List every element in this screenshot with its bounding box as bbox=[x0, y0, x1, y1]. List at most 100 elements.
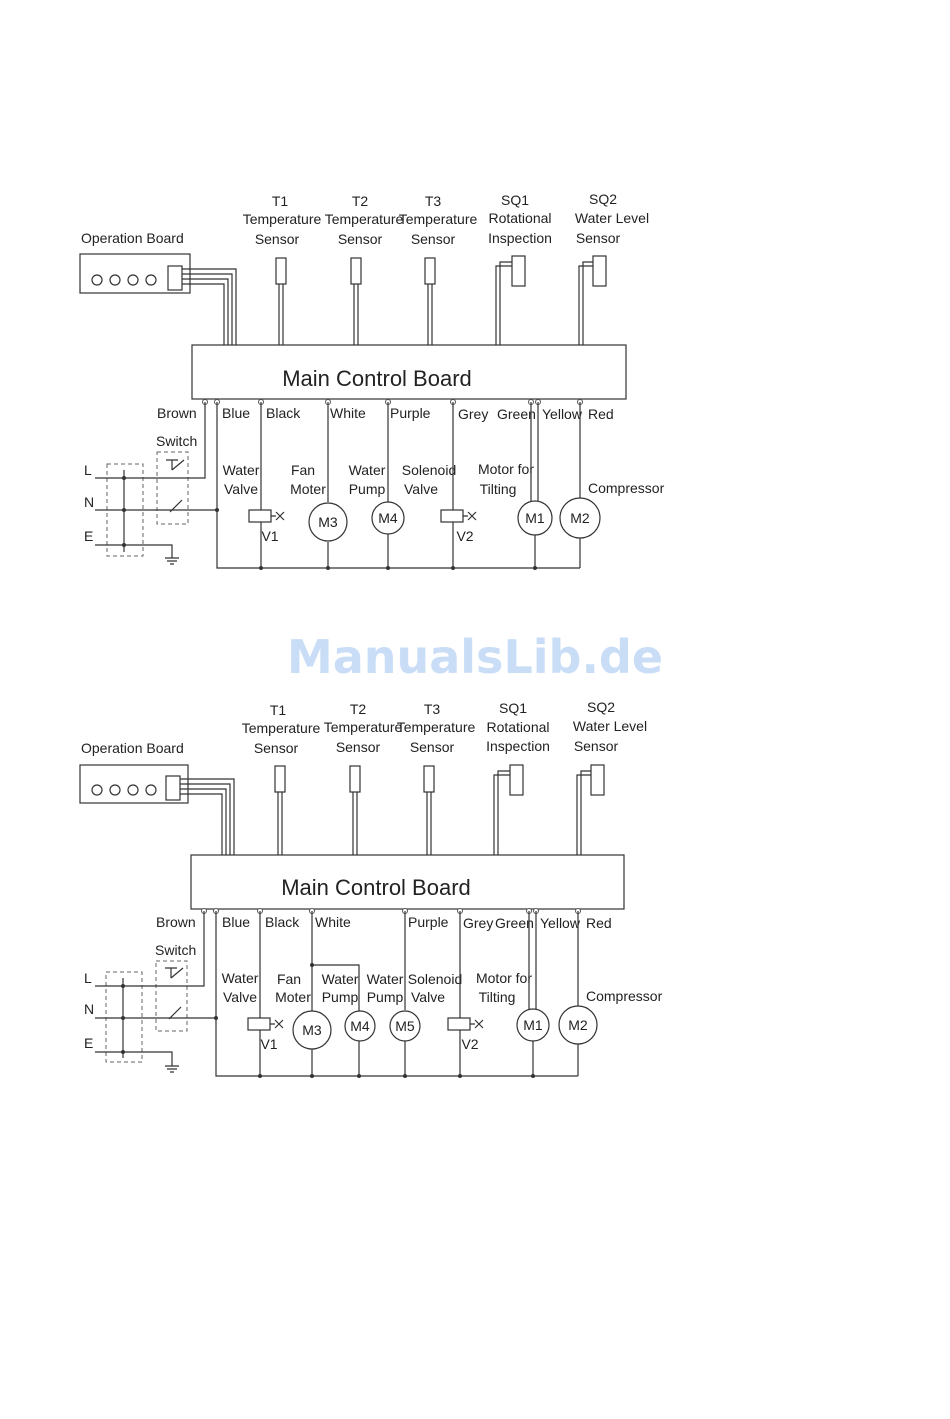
line-l-label: L bbox=[84, 970, 92, 986]
switch-label: Switch bbox=[155, 942, 196, 958]
m5-label: M5 bbox=[395, 1018, 415, 1034]
switch-contacts bbox=[165, 967, 184, 1020]
m1-label: M1 bbox=[525, 510, 545, 526]
water-valve-label1: Water bbox=[223, 462, 260, 478]
wire-brown-label: Brown bbox=[156, 914, 196, 930]
sensor-t1-id: T1 bbox=[270, 702, 287, 718]
wire-black-label: Black bbox=[266, 405, 301, 421]
line-e-label: E bbox=[84, 528, 93, 544]
line-e-label: E bbox=[84, 1035, 93, 1051]
sq2-wire bbox=[578, 261, 593, 347]
sensor-sq1-label2: Inspection bbox=[488, 230, 552, 246]
water-pump-m4 bbox=[371, 501, 405, 535]
operation-board-cable bbox=[182, 268, 237, 347]
tilting-motor-label1: Motor for bbox=[476, 970, 532, 986]
water-pump-b-label1: Water bbox=[367, 971, 404, 987]
operation-board-cable bbox=[180, 778, 235, 857]
m2-label: M2 bbox=[570, 510, 590, 526]
v2-label: V2 bbox=[456, 528, 473, 544]
operation-board-button bbox=[127, 274, 139, 286]
sensor-t3-label1: Temperature bbox=[399, 211, 478, 227]
wire-yellow-label: Yellow bbox=[540, 915, 581, 931]
switch-contacts bbox=[166, 459, 185, 513]
wire-red-label: Red bbox=[586, 915, 612, 931]
fan-motor-label1: Fan bbox=[291, 462, 315, 478]
m3-label: M3 bbox=[302, 1022, 322, 1038]
v1-label: V1 bbox=[261, 528, 278, 544]
neutral-bus bbox=[216, 402, 580, 569]
t3-sensor-body bbox=[424, 257, 436, 285]
sensor-sq1-label2: Inspection bbox=[486, 738, 550, 754]
wire-blue-label: Blue bbox=[222, 914, 250, 930]
neutral-bus bbox=[215, 911, 578, 1077]
sq2-wire bbox=[576, 770, 591, 857]
sq1-wire bbox=[493, 770, 510, 859]
m4-label: M4 bbox=[378, 510, 398, 526]
solenoid-valve-label2: Valve bbox=[404, 481, 438, 497]
water-pump-m4 bbox=[344, 1010, 376, 1042]
operation-board-button bbox=[91, 274, 103, 286]
t2-sensor-wire bbox=[353, 284, 359, 347]
wire-blue-label: Blue bbox=[222, 405, 250, 421]
m2-label: M2 bbox=[568, 1017, 588, 1033]
operation-board-button bbox=[109, 784, 121, 796]
wire-purple-label: Purple bbox=[408, 914, 449, 930]
tilting-motor-wire bbox=[530, 402, 539, 568]
solenoid-valve-label1: Solenoid bbox=[402, 462, 457, 478]
water-valve-coil bbox=[248, 509, 272, 523]
line-n-label: N bbox=[84, 494, 94, 510]
wire-yellow-label: Yellow bbox=[542, 406, 583, 422]
valve-icon bbox=[470, 1019, 484, 1029]
sensor-t3-label1: Temperature bbox=[397, 719, 476, 735]
sensor-t1-label1: Temperature bbox=[243, 211, 322, 227]
t3-sensor-body bbox=[423, 765, 435, 793]
sq1-switch-body bbox=[511, 255, 526, 287]
sensor-t1-id: T1 bbox=[272, 193, 289, 209]
water-valve-label1: Water bbox=[222, 970, 259, 986]
m3-label: M3 bbox=[318, 514, 338, 530]
solenoid-valve-label1: Solenoid bbox=[408, 971, 463, 987]
wire-grey-label: Grey bbox=[458, 406, 488, 422]
solenoid-valve-coil bbox=[440, 509, 464, 523]
t2-sensor-body bbox=[349, 765, 361, 793]
sensor-sq1-id: SQ1 bbox=[499, 700, 527, 716]
sensor-sq2-label1: Water Level bbox=[573, 718, 647, 734]
sensor-sq1-label1: Rotational bbox=[486, 719, 549, 735]
sensor-t1-label2: Sensor bbox=[255, 231, 300, 247]
sensor-t3-label2: Sensor bbox=[411, 231, 456, 247]
sensor-t2-id: T2 bbox=[350, 701, 367, 717]
wire-purple-label: Purple bbox=[390, 405, 431, 421]
tilting-motor-label2: Tilting bbox=[480, 481, 517, 497]
sq1-wire bbox=[495, 261, 512, 349]
sq1-switch-body bbox=[509, 764, 524, 796]
sq2-switch-body bbox=[592, 255, 607, 287]
operation-board-button bbox=[109, 274, 121, 286]
sensor-sq2-label1: Water Level bbox=[575, 210, 649, 226]
tilting-motor-m1 bbox=[516, 1008, 550, 1042]
sensor-t3-id: T3 bbox=[425, 193, 442, 209]
wire-grey-label: Grey bbox=[463, 915, 493, 931]
wire-white-label: White bbox=[315, 914, 351, 930]
water-pump-a-label1: Water bbox=[322, 971, 359, 987]
tilting-motor-wire bbox=[528, 911, 537, 1076]
sensor-t2-label2: Sensor bbox=[336, 739, 381, 755]
v1-label: V1 bbox=[260, 1036, 277, 1052]
switch-box bbox=[155, 960, 188, 1032]
solenoid-valve-label2: Valve bbox=[411, 989, 445, 1005]
power-lines bbox=[95, 402, 218, 558]
water-pump-m5 bbox=[389, 1010, 421, 1042]
wire-black-label: Black bbox=[265, 914, 300, 930]
main-control-board bbox=[191, 344, 627, 400]
operation-board-label: Operation Board bbox=[81, 740, 184, 756]
t1-sensor-wire bbox=[277, 792, 283, 857]
wire-green-label: Green bbox=[497, 406, 536, 422]
water-pump-b-label2: Pump bbox=[367, 989, 404, 1005]
switch-box bbox=[156, 451, 189, 525]
water-valve-label2: Valve bbox=[223, 989, 257, 1005]
tilting-motor-label2: Tilting bbox=[479, 989, 516, 1005]
v2-label: V2 bbox=[461, 1036, 478, 1052]
valve-icon bbox=[270, 1019, 284, 1029]
valve-icon bbox=[463, 511, 477, 521]
operation-board-button bbox=[145, 274, 157, 286]
operation-board-button bbox=[127, 784, 139, 796]
